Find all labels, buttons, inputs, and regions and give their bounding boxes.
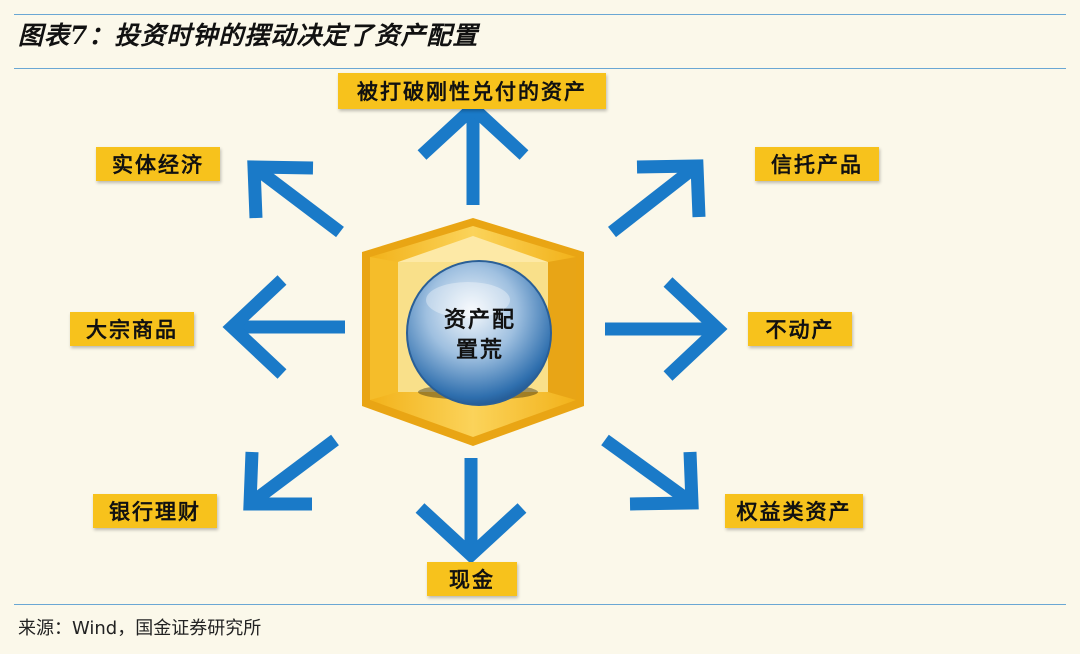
center-label: 资产配 置荒 bbox=[412, 305, 548, 365]
arrow-left-icon bbox=[222, 275, 345, 379]
center-label-line2: 置荒 bbox=[455, 337, 504, 363]
label-left: 大宗商品 bbox=[70, 312, 194, 346]
arrow-up-left-icon bbox=[247, 160, 344, 238]
footer-rule bbox=[14, 604, 1066, 605]
arrow-down-left-icon bbox=[243, 434, 339, 511]
center-sphere bbox=[406, 260, 552, 406]
arrow-up-icon bbox=[417, 99, 529, 205]
arrow-down-right-icon bbox=[601, 434, 699, 511]
figure-title: 图表7：投资时钟的摆动决定了资产配置 bbox=[18, 21, 479, 50]
arrow-right-icon bbox=[605, 277, 728, 381]
label-top: 被打破刚性兑付的资产 bbox=[338, 73, 606, 109]
label-right: 不动产 bbox=[748, 312, 852, 346]
label-bottom-right: 权益类资产 bbox=[725, 494, 863, 528]
center-label-line1: 资产配 bbox=[443, 307, 516, 333]
label-bottom-left: 银行理财 bbox=[93, 494, 217, 528]
title-rule bbox=[14, 68, 1066, 69]
arrow-down-icon bbox=[415, 458, 527, 564]
source-note: 来源：Wind，国金证券研究所 bbox=[18, 618, 262, 639]
label-top-left: 实体经济 bbox=[96, 147, 220, 181]
label-bottom: 现金 bbox=[427, 562, 517, 596]
label-top-right: 信托产品 bbox=[755, 147, 879, 181]
arrow-up-right-icon bbox=[608, 159, 706, 238]
top-rule bbox=[14, 14, 1066, 15]
